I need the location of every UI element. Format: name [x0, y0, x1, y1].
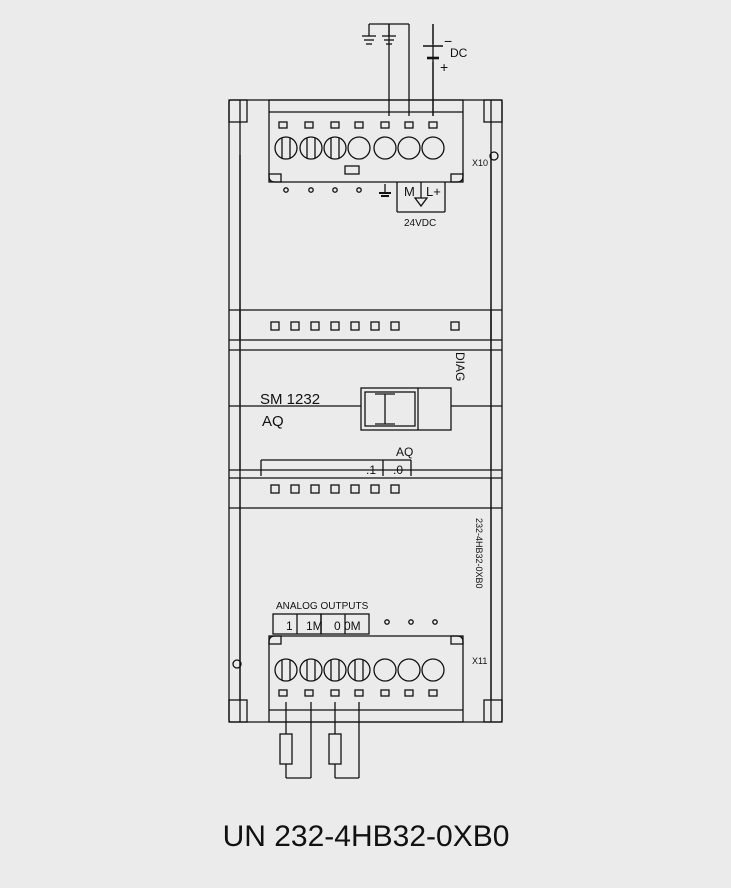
- output-load-wiring: [285, 702, 360, 779]
- screw-terminal-icon: [421, 136, 445, 160]
- top-label-dots: [283, 187, 362, 193]
- middle-rail: [229, 349, 502, 471]
- screw-terminal-icon: [397, 658, 421, 682]
- screw-terminal-icon: [397, 136, 421, 160]
- diag-label: DIAG: [453, 352, 467, 381]
- order-number-vertical: 232-4HB32-0XB0: [474, 518, 484, 589]
- aq-channel-0: .0: [393, 463, 403, 477]
- ground-icon: [379, 184, 391, 197]
- screw-terminal-icon: [323, 136, 347, 160]
- aq-bracket: [260, 459, 412, 476]
- bottom-connector-id: X11: [472, 656, 487, 666]
- output-label-0: 0: [334, 619, 341, 633]
- screw-terminal-icon: [299, 658, 323, 682]
- screw-terminal-icon: [373, 658, 397, 682]
- analog-outputs-header: ANALOG OUTPUTS: [276, 601, 369, 612]
- lower-housing: [239, 508, 492, 700]
- lower-led-bar: [229, 477, 502, 509]
- screw-terminal-icon: [421, 658, 445, 682]
- output-label-1m: 1M: [306, 619, 323, 633]
- module-type: AQ: [262, 413, 284, 430]
- top-terminal-markers: [278, 121, 438, 129]
- supply-bracket: [396, 182, 446, 213]
- analog-outputs-bracket: [272, 613, 438, 635]
- resistor-icon: [328, 733, 342, 765]
- top-terminal-block: [268, 99, 464, 183]
- battery-icon: [423, 45, 443, 60]
- screw-terminal-icon: [323, 658, 347, 682]
- output-label-0m: 0M: [344, 619, 361, 633]
- resistor-icon: [279, 733, 293, 765]
- aq-channel-1: .1: [366, 463, 376, 477]
- supply-wiring: [368, 23, 434, 116]
- terminal-label-l-plus: L+: [426, 184, 441, 199]
- supply-type-label: DC: [450, 46, 468, 60]
- ground-icon: [382, 24, 396, 45]
- supply-minus-label: −: [444, 33, 452, 49]
- supply-plus-label: +: [440, 59, 448, 75]
- upper-led-bar: [229, 309, 502, 341]
- aq-group-label: AQ: [396, 445, 413, 459]
- screw-terminal-icon: [274, 658, 298, 682]
- screw-terminal-icon: [347, 136, 371, 160]
- ground-icon: [362, 34, 376, 45]
- output-label-1: 1: [286, 619, 293, 633]
- supply-voltage-label: 24VDC: [404, 218, 436, 229]
- top-connector-id: X10: [472, 158, 488, 168]
- bottom-terminal-block: [268, 635, 464, 723]
- screw-terminal-icon: [347, 658, 371, 682]
- bottom-terminal-markers: [278, 689, 438, 697]
- screw-terminal-icon: [274, 136, 298, 160]
- din-latch-icon: [360, 387, 452, 431]
- screw-terminal-icon: [299, 136, 323, 160]
- caption: UN 232-4HB32-0XB0: [223, 820, 510, 853]
- module-model: SM 1232: [260, 391, 320, 408]
- screw-terminal-icon: [373, 136, 397, 160]
- terminal-label-m: M: [404, 184, 415, 199]
